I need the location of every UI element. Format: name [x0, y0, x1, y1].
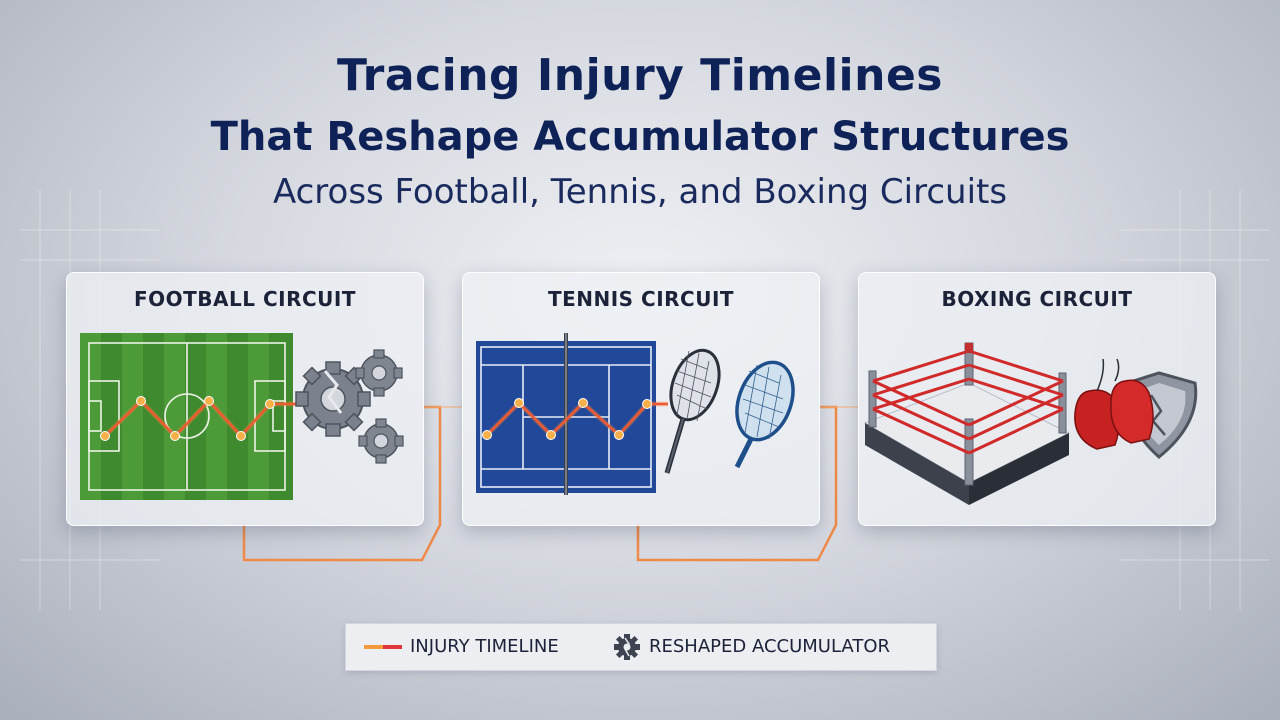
legend-reshaped-accumulator-label: RESHAPED ACCUMULATOR	[649, 636, 891, 657]
title-line-3: Across Football, Tennis, and Boxing Circ…	[272, 172, 1008, 212]
football-injury-timeline	[100, 396, 299, 441]
broken-racket-icon	[664, 348, 795, 474]
gears-icon	[295, 349, 404, 464]
legend-injury-timeline-label: INJURY TIMELINE	[410, 636, 559, 657]
tennis-injury-timeline	[482, 398, 668, 440]
football-panel: FOOTBALL CIRCUIT	[66, 272, 424, 526]
tennis-panel-label: TENNIS CIRCUIT	[547, 287, 735, 311]
boxing-ring	[863, 342, 1071, 505]
title-line-2: That Reshape Accumulator Structures	[210, 114, 1070, 160]
tennis-court	[476, 333, 656, 495]
title-line-1: Tracing Injury Timelines	[337, 50, 943, 101]
tennis-panel: TENNIS CIRCUIT	[462, 272, 820, 526]
football-panel-label: FOOTBALL CIRCUIT	[133, 287, 356, 311]
football-illustration	[80, 333, 404, 500]
injury-timeline-swatch	[364, 645, 402, 649]
boxing-gloves-shield-icon	[1074, 358, 1198, 459]
boxing-panel: BOXING CIRCUIT	[858, 272, 1216, 526]
legend: INJURY TIMELINE RESHAPED ACCUMULATOR	[345, 623, 937, 671]
boxing-panel-label: BOXING CIRCUIT	[941, 287, 1133, 311]
tennis-illustration	[476, 333, 795, 495]
boxing-illustration	[863, 342, 1198, 505]
gear-icon	[614, 634, 640, 660]
